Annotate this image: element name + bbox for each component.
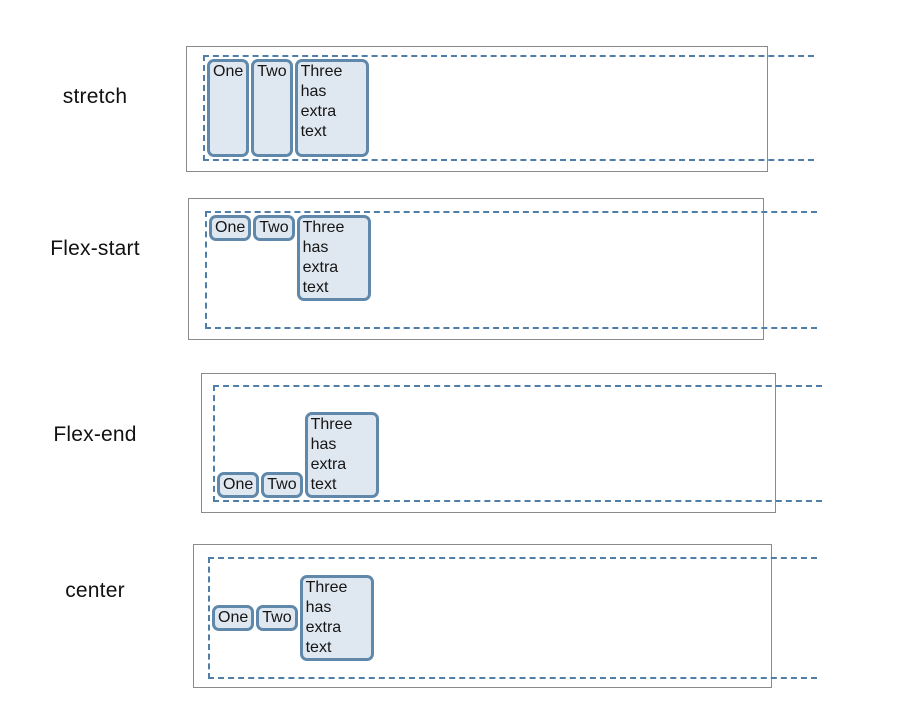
flex-item-two: Two — [253, 215, 295, 241]
flex-item-three: Three has extra text — [294, 59, 369, 157]
flex-container-dashed-outline: One Two Three has extra text — [208, 557, 817, 679]
flex-container-dashed-outline: One Two Three has extra text — [213, 385, 822, 502]
flex-item-two: Two — [261, 472, 303, 498]
flex-item-two: Two — [256, 605, 298, 631]
alignment-label-stretch: stretch — [62, 85, 128, 108]
flex-item-three: Three has extra text — [299, 575, 374, 661]
flex-item-two: Two — [251, 59, 293, 157]
flex-item-one: One — [209, 215, 252, 241]
flex-item-one: One — [217, 472, 260, 498]
flex-container-dashed-outline: One Two Three has extra text — [203, 55, 814, 161]
alignment-label-center: center — [65, 579, 125, 602]
alignment-label-flex-end: Flex-end — [53, 423, 137, 446]
flex-item-three: Three has extra text — [304, 412, 379, 498]
flex-item-one: One — [212, 605, 255, 631]
alignment-label-flex-start: Flex-start — [50, 237, 140, 260]
flex-item-one: One — [207, 59, 250, 157]
flex-item-three: Three has extra text — [296, 215, 371, 301]
flex-container-dashed-outline: One Two Three has extra text — [205, 211, 817, 329]
